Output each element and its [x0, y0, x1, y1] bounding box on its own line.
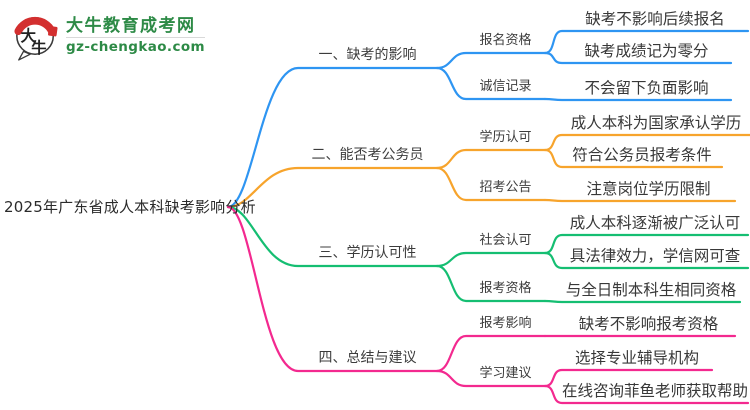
site-logo: 大 牛 大牛教育成考网 gz-chengkao.com [13, 10, 206, 62]
branch1-child1-leaf2-line [543, 51, 733, 65]
leaf-choose-tutoring: 选择专业辅导机构 [574, 349, 699, 367]
logo-bull-icon: 大 牛 [14, 16, 58, 61]
svg-text:大: 大 [21, 27, 37, 45]
branch-1-label: 一、缺考的影响 [318, 47, 417, 63]
subtopic-baoming-zige: 报名资格 [479, 33, 532, 48]
branch3-child1-line [435, 251, 547, 268]
branch4-child1-line [435, 334, 547, 373]
leaf-post-degree-limits: 注意岗位学历限制 [586, 180, 711, 198]
subtopic-xueli-renke: 学历认可 [479, 130, 532, 145]
branch4-child2-line [435, 369, 547, 388]
branch-3-label: 三、学历认可性 [318, 245, 417, 261]
leaf-same-as-fulltime: 与全日制本科生相同资格 [565, 281, 737, 299]
branch-4-label: 四、总结与建议 [318, 350, 417, 366]
branch3-child1-leaf2-line [543, 251, 750, 270]
subtopic-zhaokao-gonggao: 招考公告 [479, 180, 532, 195]
logo-text: 大牛教育成考网 gz-chengkao.com [66, 15, 206, 56]
branch1-child2-leaf1-line [543, 97, 733, 102]
branch1-line [226, 66, 439, 209]
branch2-child1-line [435, 148, 547, 170]
leaf-state-recognized: 成人本科为国家承认学历 [570, 114, 742, 132]
subtopic-xuexi-jianyi: 学习建议 [479, 366, 532, 381]
subtopic-baokao-yingxiang: 报考影响 [479, 316, 532, 331]
leaf-civil-servant-eligible: 符合公务员报考条件 [572, 146, 712, 164]
branch3-child2-leaf1-line [543, 299, 742, 304]
leaf-score-zero: 缺考成绩记为零分 [584, 42, 709, 60]
svg-text:牛: 牛 [31, 39, 46, 57]
branch3-line [226, 205, 439, 268]
logo-title: 大牛教育成考网 [66, 15, 196, 36]
branch1-child2-line [435, 66, 547, 101]
branch-2-label: 二、能否考公务员 [311, 147, 424, 163]
root-topic: 2025年广东省成人本科缺考影响分析 [4, 198, 256, 216]
branch4-line [226, 205, 439, 373]
branch2-child2-leaf1-line [543, 198, 737, 203]
subtopic-chengxin-jilu: 诚信记录 [479, 79, 532, 94]
branch1-child1-line [435, 51, 547, 70]
leaf-widely-recognized: 成人本科逐渐被广泛认可 [569, 214, 741, 232]
leaf-no-negative-record: 不会留下负面影响 [584, 79, 709, 97]
leaf-no-impact-future-signup: 缺考不影响后续报名 [585, 10, 725, 28]
leaf-online-consult-teacher: 在线咨询菲鱼老师获取帮助 [562, 382, 749, 400]
subtopic-shehui-renke: 社会认可 [479, 233, 532, 248]
branch4-child2-leaf2-line [543, 384, 750, 405]
subtopic-baokao-zige: 报考资格 [479, 281, 532, 296]
leaf-no-impact-apply: 缺考不影响报考资格 [578, 315, 719, 333]
logo-domain: gz-chengkao.com [66, 37, 206, 56]
leaf-legal-effect-verifiable: 具法律效力，学信网可查 [569, 247, 741, 265]
branch3-child2-line [435, 264, 547, 303]
branch2-child2-line [435, 166, 547, 202]
branch2-child1-leaf2-line [543, 148, 724, 169]
branch2-line [226, 166, 439, 209]
